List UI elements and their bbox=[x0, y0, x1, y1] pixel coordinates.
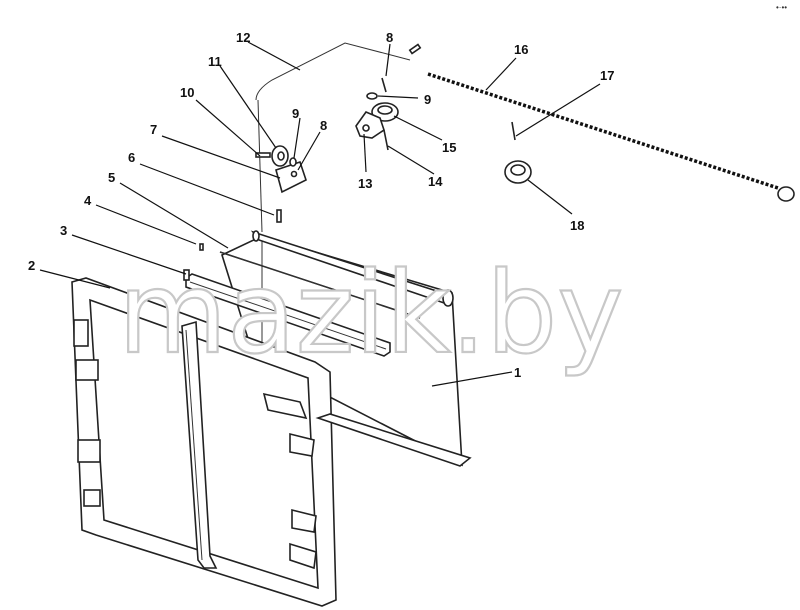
part-18-pulley bbox=[504, 160, 532, 184]
label-8-mid: 8 bbox=[320, 118, 327, 133]
label-1: 1 bbox=[514, 365, 521, 380]
part-10-bolt bbox=[255, 152, 271, 158]
part-9-washer-mid bbox=[289, 157, 297, 167]
part-11-roller bbox=[271, 145, 289, 167]
label-4: 4 bbox=[84, 193, 92, 208]
watermark: mazik.by bbox=[118, 249, 623, 379]
part-2-frame bbox=[71, 277, 472, 607]
label-11: 11 bbox=[208, 54, 222, 69]
part-9-washer-top bbox=[366, 92, 378, 100]
label-6: 6 bbox=[128, 150, 135, 165]
label-8-top: 8 bbox=[386, 30, 393, 45]
label-12: 12 bbox=[236, 30, 250, 45]
part-4-screw bbox=[199, 243, 204, 251]
part-12-cable bbox=[255, 42, 411, 101]
part-14-bolt bbox=[383, 129, 389, 151]
label-16: 16 bbox=[514, 42, 528, 57]
part-17-pin bbox=[511, 121, 516, 141]
part-8-pin-stem bbox=[381, 77, 387, 93]
label-14: 14 bbox=[428, 174, 443, 189]
label-17: 17 bbox=[600, 68, 614, 83]
part-16-spring bbox=[427, 72, 795, 202]
label-7: 7 bbox=[150, 122, 157, 137]
label-18: 18 bbox=[570, 218, 584, 233]
label-5: 5 bbox=[108, 170, 115, 185]
leader-lines bbox=[39, 41, 601, 387]
part-8-pin-mid bbox=[276, 209, 282, 223]
part-8-pin-top bbox=[408, 43, 422, 55]
label-9-mid: 9 bbox=[292, 106, 299, 121]
label-9-top: 9 bbox=[424, 92, 431, 107]
label-2: 2 bbox=[28, 258, 35, 273]
label-10: 10 bbox=[180, 85, 194, 100]
cable-drop bbox=[257, 99, 263, 233]
label-3: 3 bbox=[60, 223, 67, 238]
part-6-roller-tube bbox=[250, 230, 454, 307]
label-13: 13 bbox=[358, 176, 372, 191]
part-3-rail bbox=[183, 269, 391, 357]
callout-labels: 1 2 3 4 5 6 7 8 9 10 11 12 13 14 15 16 1… bbox=[28, 30, 614, 380]
label-15: 15 bbox=[442, 140, 456, 155]
part-5-rod bbox=[219, 251, 421, 319]
corner-mark: •·•• bbox=[776, 3, 787, 12]
